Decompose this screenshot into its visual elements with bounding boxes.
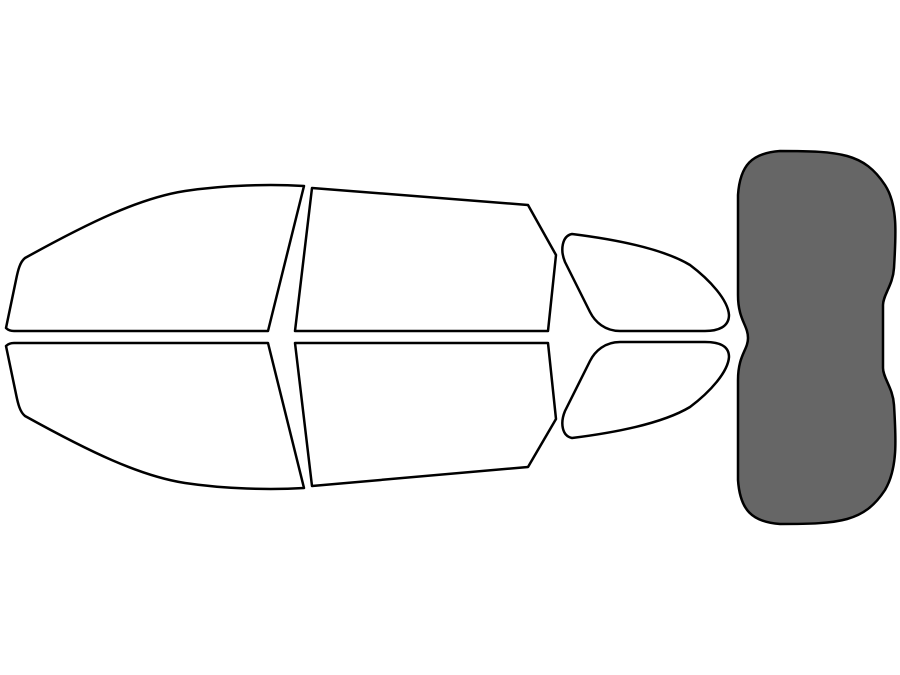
quarter-left-window[interactable] (561, 232, 731, 333)
back-windshield[interactable] (736, 149, 897, 526)
rear-right-window[interactable] (293, 341, 558, 488)
side-windows-group (4, 183, 731, 491)
rear-left-window[interactable] (293, 186, 558, 333)
front-left-window[interactable] (4, 183, 306, 333)
front-right-window[interactable] (4, 341, 306, 491)
quarter-right-window[interactable] (561, 340, 731, 440)
